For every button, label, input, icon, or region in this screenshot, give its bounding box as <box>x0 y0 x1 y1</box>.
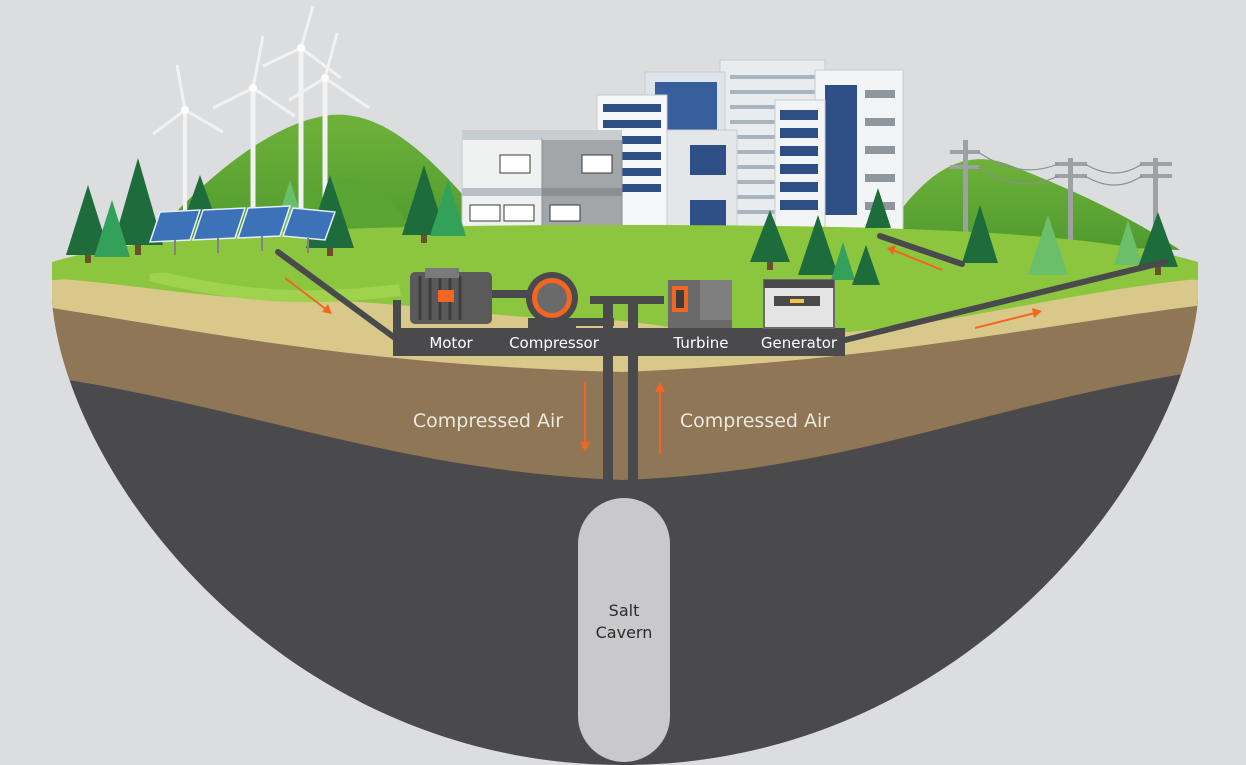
arrow-grid-icon <box>974 308 1042 329</box>
wind-turbine-icon <box>152 64 224 230</box>
arrow-up-icon <box>655 382 665 454</box>
solar-panel-icon <box>281 207 337 253</box>
arrow-city-icon <box>887 245 943 271</box>
tree-icon <box>852 245 880 285</box>
compressed-air-down-label: Compressed Air <box>413 410 563 432</box>
flow-arrows <box>284 245 1042 454</box>
turbine-label: Turbine <box>673 334 729 352</box>
compressor-label: Compressor <box>509 334 600 352</box>
compressor <box>526 272 578 328</box>
tree-icon <box>184 175 216 220</box>
machine-platform <box>393 328 845 356</box>
wind-turbine-icon <box>288 32 370 223</box>
generator <box>763 279 835 329</box>
tree-icon <box>865 188 891 228</box>
power-lines <box>950 140 1172 268</box>
trees <box>66 158 1178 285</box>
tree-icon <box>798 215 838 275</box>
tree-icon <box>66 185 110 263</box>
solar-panel-icon <box>148 209 202 255</box>
generator-label: Generator <box>761 334 838 352</box>
arrow-solar-icon <box>284 277 332 314</box>
cavern-label-line1: Salt <box>609 601 640 620</box>
wind-turbines <box>152 5 370 230</box>
tree-icon <box>402 165 446 243</box>
power-pole-icon <box>950 140 980 265</box>
solar-panel-icon <box>191 207 247 253</box>
tree-icon <box>94 200 130 257</box>
motor-label: Motor <box>429 334 473 352</box>
tree-icon <box>1114 220 1142 265</box>
power-pole-icon <box>1055 158 1087 268</box>
solar-panel-icon <box>236 205 292 251</box>
tree-icon <box>750 210 790 270</box>
power-cables <box>275 233 1168 343</box>
wind-turbine-icon <box>262 5 342 218</box>
solar-panels <box>148 205 337 255</box>
salt-cavern <box>578 498 670 762</box>
tree-icon <box>831 242 855 280</box>
wind-turbine-icon <box>212 35 296 223</box>
tree-icon <box>1138 212 1178 275</box>
tree-icon <box>962 205 998 263</box>
tree-icon <box>113 158 163 255</box>
tree-icon <box>1028 215 1068 275</box>
motor <box>410 268 532 324</box>
cavern-label-line2: Cavern <box>596 623 653 642</box>
tree-icon <box>430 180 466 236</box>
city-buildings <box>461 59 904 231</box>
turbine <box>668 280 732 328</box>
arrow-down-icon <box>580 382 590 452</box>
compressed-air-up-label: Compressed Air <box>680 410 830 432</box>
power-pole-icon <box>1140 158 1172 268</box>
